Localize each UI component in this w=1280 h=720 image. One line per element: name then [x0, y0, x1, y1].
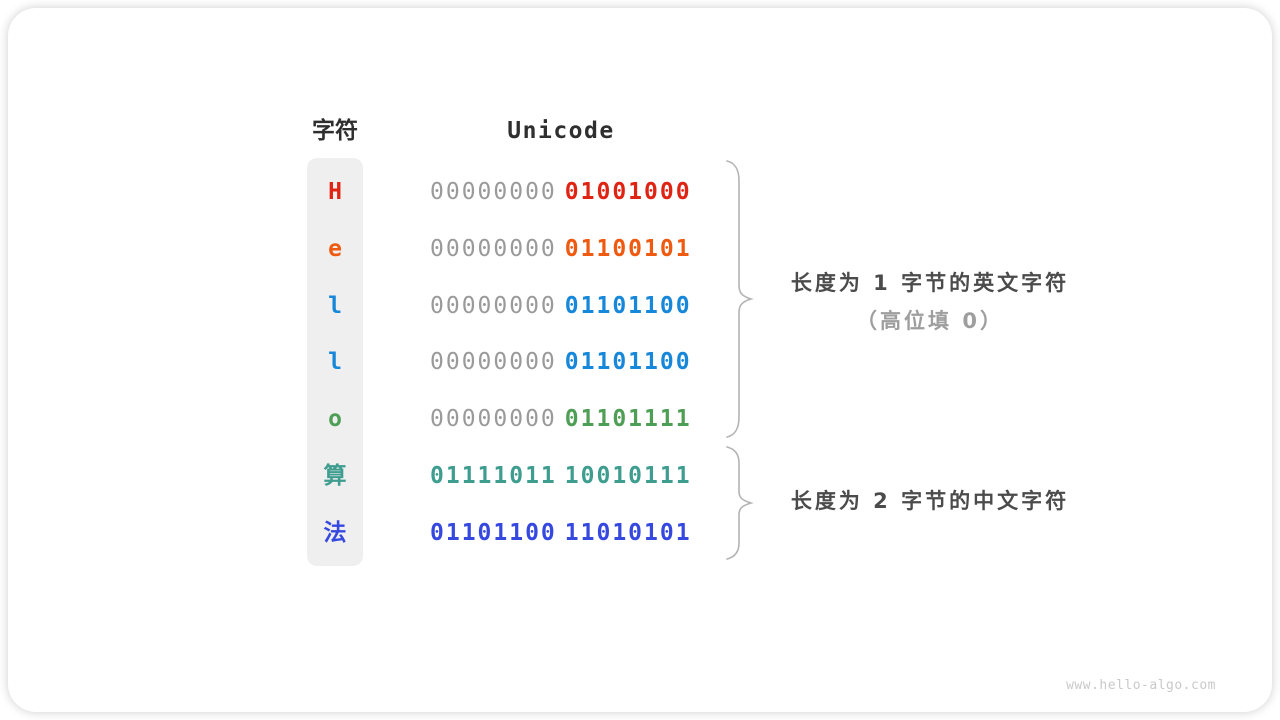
char-cell: l [328, 349, 342, 375]
low-byte: 01001000 [564, 179, 692, 205]
table-row: l 00000000 01101100 [0, 292, 1280, 320]
table-row: H 00000000 01001000 [0, 178, 1280, 206]
char-cell: 法 [323, 520, 347, 546]
column-header-unicode: Unicode [507, 118, 615, 144]
low-byte: 11010101 [564, 520, 692, 546]
high-byte: 01111011 [430, 463, 557, 489]
char-cell: e [328, 236, 342, 262]
char-cell: l [328, 293, 342, 319]
char-cell: o [328, 406, 342, 432]
annotation-chinese-line1: 长度为 2 字节的中文字符 [790, 489, 1070, 513]
high-byte: 00000000 [430, 349, 557, 375]
table-row: 法 01101100 11010101 [0, 519, 1280, 547]
annotation-english-line2: （高位填 0） [856, 309, 1004, 333]
table-row: 算 01111011 10010111 [0, 462, 1280, 490]
table-row: e 00000000 01100101 [0, 235, 1280, 263]
high-byte: 00000000 [430, 406, 557, 432]
unicode-cell: 00000000 01101100 [430, 348, 692, 376]
annotation-english-line1: 长度为 1 字节的英文字符 [790, 271, 1070, 295]
char-cell: H [328, 179, 342, 205]
table-row: o 00000000 01101111 [0, 405, 1280, 433]
watermark-url: www.hello-algo.com [1066, 678, 1216, 693]
brace-chinese-group [726, 446, 754, 560]
high-byte: 00000000 [430, 179, 557, 205]
high-byte: 00000000 [430, 236, 557, 262]
unicode-cell: 00000000 01001000 [430, 178, 692, 206]
low-byte: 01101111 [564, 406, 692, 432]
char-column-background [307, 158, 363, 566]
low-byte: 01101100 [564, 349, 692, 375]
figure-card [8, 8, 1272, 712]
table-row: l 00000000 01101100 [0, 348, 1280, 376]
high-byte: 01101100 [430, 520, 557, 546]
brace-english-group [726, 160, 754, 438]
unicode-cell: 00000000 01101111 [430, 405, 692, 433]
unicode-cell: 01101100 11010101 [430, 519, 692, 547]
low-byte: 10010111 [564, 463, 692, 489]
unicode-cell: 01111011 10010111 [430, 462, 692, 490]
unicode-cell: 00000000 01100101 [430, 235, 692, 263]
column-header-char: 字符 [312, 118, 358, 144]
low-byte: 01100101 [564, 236, 692, 262]
unicode-cell: 00000000 01101100 [430, 292, 692, 320]
low-byte: 01101100 [564, 293, 692, 319]
char-cell: 算 [323, 463, 347, 489]
high-byte: 00000000 [430, 293, 557, 319]
